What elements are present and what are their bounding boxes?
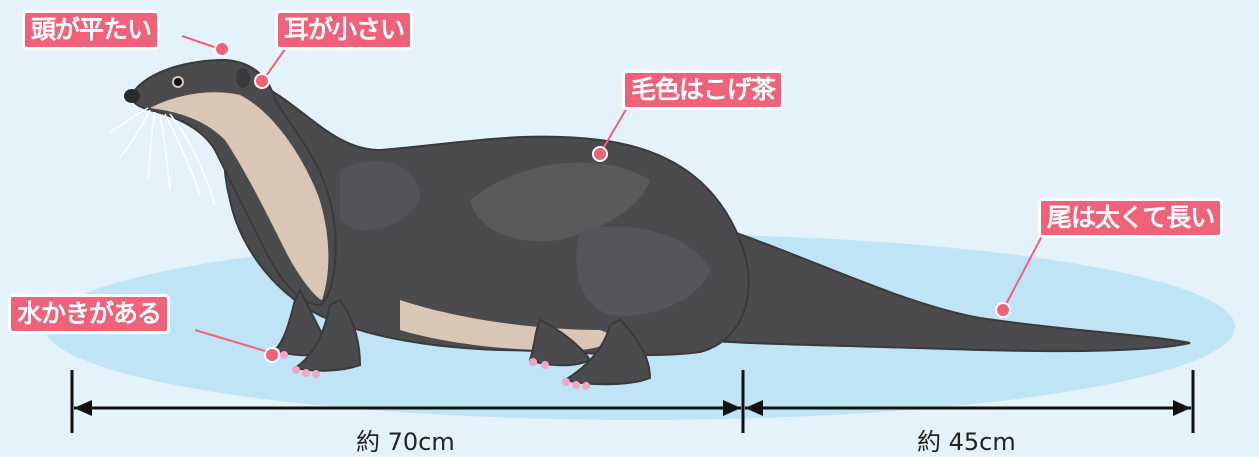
label-flat-head: 頭が平たい <box>22 10 160 50</box>
otter-ear <box>236 68 250 88</box>
label-fur-color: 毛色はこげ茶 <box>622 70 784 110</box>
measure-tail-length: 約 45cm <box>917 422 1016 457</box>
label-webbed-feet: 水かきがある <box>8 294 170 334</box>
otter-eye <box>173 77 183 87</box>
measure-body-length: 約 70cm <box>356 422 455 457</box>
label-long-tail: 尾は太くて長い <box>1038 198 1223 238</box>
otter-nose <box>124 89 140 103</box>
label-small-ears: 耳が小さい <box>275 10 413 50</box>
